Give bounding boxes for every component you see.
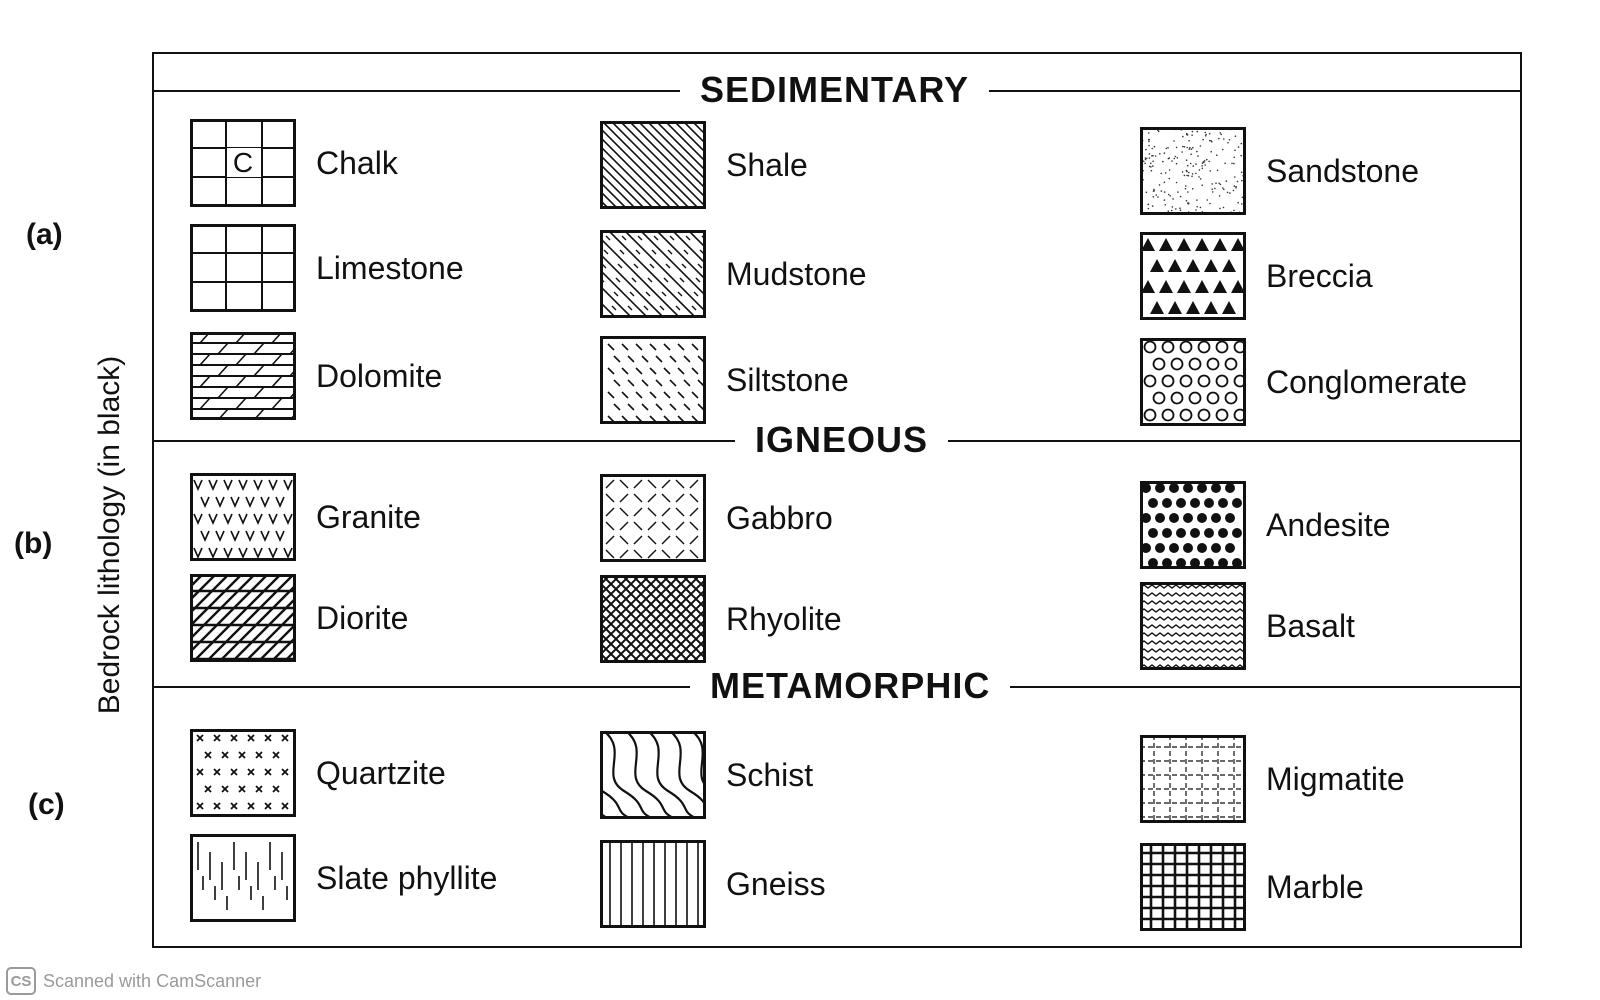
legend-item-chalk: C Chalk bbox=[190, 119, 398, 207]
legend-item-basalt: Basalt bbox=[1140, 582, 1355, 670]
legend-item-gabbro: Gabbro bbox=[600, 474, 833, 562]
legend-frame bbox=[152, 52, 1522, 948]
schist-pattern-icon bbox=[600, 731, 706, 819]
siltstone-pattern-icon bbox=[600, 336, 706, 424]
legend-item-schist: Schist bbox=[600, 731, 813, 819]
migmatite-pattern-icon bbox=[1140, 735, 1246, 823]
mudstone-pattern-icon bbox=[600, 230, 706, 318]
section-title-igneous: IGNEOUS bbox=[735, 420, 949, 460]
sandstone-pattern-icon bbox=[1140, 127, 1246, 215]
legend-item-siltstone: Siltstone bbox=[600, 336, 849, 424]
legend-label: Basalt bbox=[1266, 607, 1355, 644]
legend-item-breccia: Breccia bbox=[1140, 232, 1373, 320]
legend-item-sandstone: Sandstone bbox=[1140, 127, 1419, 215]
camscanner-watermark: CS Scanned with CamScanner bbox=[6, 967, 261, 995]
legend-label: Schist bbox=[726, 756, 814, 793]
legend-label: Siltstone bbox=[726, 361, 849, 398]
legend-item-mudstone: Mudstone bbox=[600, 230, 867, 318]
breccia-pattern-icon bbox=[1140, 232, 1246, 320]
section-letter-a: (a) bbox=[26, 218, 63, 251]
legend-item-diorite: Diorite bbox=[190, 574, 408, 662]
quartzite-pattern-icon bbox=[190, 729, 296, 817]
basalt-pattern-icon bbox=[1140, 582, 1246, 670]
marble-pattern-icon bbox=[1140, 843, 1246, 931]
gneiss-pattern-icon bbox=[600, 840, 706, 928]
limestone-pattern-icon bbox=[190, 224, 296, 312]
legend-item-andesite: Andesite bbox=[1140, 481, 1391, 569]
legend-item-rhyolite: Rhyolite bbox=[600, 575, 842, 663]
legend-label: Migmatite bbox=[1266, 760, 1405, 797]
legend-item-slate-phyllite: Slate phyllite bbox=[190, 834, 497, 922]
slate-phyllite-pattern-icon bbox=[190, 834, 296, 922]
legend-item-shale: Shale bbox=[600, 121, 808, 209]
legend-item-limestone: Limestone bbox=[190, 224, 464, 312]
legend-item-dolomite: Dolomite bbox=[190, 332, 442, 420]
svg-text:C: C bbox=[233, 147, 253, 178]
section-title-metamorphic: METAMORPHIC bbox=[690, 666, 1011, 706]
legend-label: Quartzite bbox=[316, 754, 446, 791]
legend-item-migmatite: Migmatite bbox=[1140, 735, 1405, 823]
andesite-pattern-icon bbox=[1140, 481, 1246, 569]
diorite-pattern-icon bbox=[190, 574, 296, 662]
legend-label: Conglomerate bbox=[1266, 363, 1467, 400]
legend-label: Diorite bbox=[316, 599, 409, 636]
gabbro-pattern-icon bbox=[600, 474, 706, 562]
legend-item-marble: Marble bbox=[1140, 843, 1364, 931]
legend-label: Gneiss bbox=[726, 865, 826, 902]
section-letter-b: (b) bbox=[14, 527, 53, 560]
legend-label: Sandstone bbox=[1266, 152, 1420, 189]
chalk-pattern-icon: C bbox=[190, 119, 296, 207]
legend-label: Granite bbox=[316, 498, 421, 535]
legend-label: Mudstone bbox=[726, 255, 867, 292]
legend-label: Dolomite bbox=[316, 357, 443, 394]
legend-item-conglomerate: Conglomerate bbox=[1140, 338, 1467, 426]
legend-item-granite: Granite bbox=[190, 473, 421, 561]
legend-item-quartzite: Quartzite bbox=[190, 729, 446, 817]
legend-label: Gabbro bbox=[726, 499, 833, 536]
legend-label: Shale bbox=[726, 146, 808, 183]
bedrock-lithology-label: Bedrock lithology (in black) bbox=[93, 355, 126, 715]
legend-item-gneiss: Gneiss bbox=[600, 840, 826, 928]
legend-label: Slate phyllite bbox=[316, 859, 498, 896]
shale-pattern-icon bbox=[600, 121, 706, 209]
legend-label: Marble bbox=[1266, 868, 1364, 905]
section-title-sedimentary: SEDIMENTARY bbox=[680, 70, 990, 110]
legend-label: Limestone bbox=[316, 249, 464, 286]
camscanner-logo-icon: CS bbox=[6, 967, 36, 995]
watermark-text: Scanned with CamScanner bbox=[43, 970, 262, 991]
legend-label: Chalk bbox=[316, 144, 398, 181]
dolomite-pattern-icon bbox=[190, 332, 296, 420]
rhyolite-pattern-icon bbox=[600, 575, 706, 663]
legend-label: Rhyolite bbox=[726, 600, 842, 637]
legend-label: Breccia bbox=[1266, 257, 1373, 294]
section-letter-c: (c) bbox=[28, 788, 65, 821]
granite-pattern-icon bbox=[190, 473, 296, 561]
conglomerate-pattern-icon bbox=[1140, 338, 1246, 426]
legend-label: Andesite bbox=[1266, 506, 1391, 543]
